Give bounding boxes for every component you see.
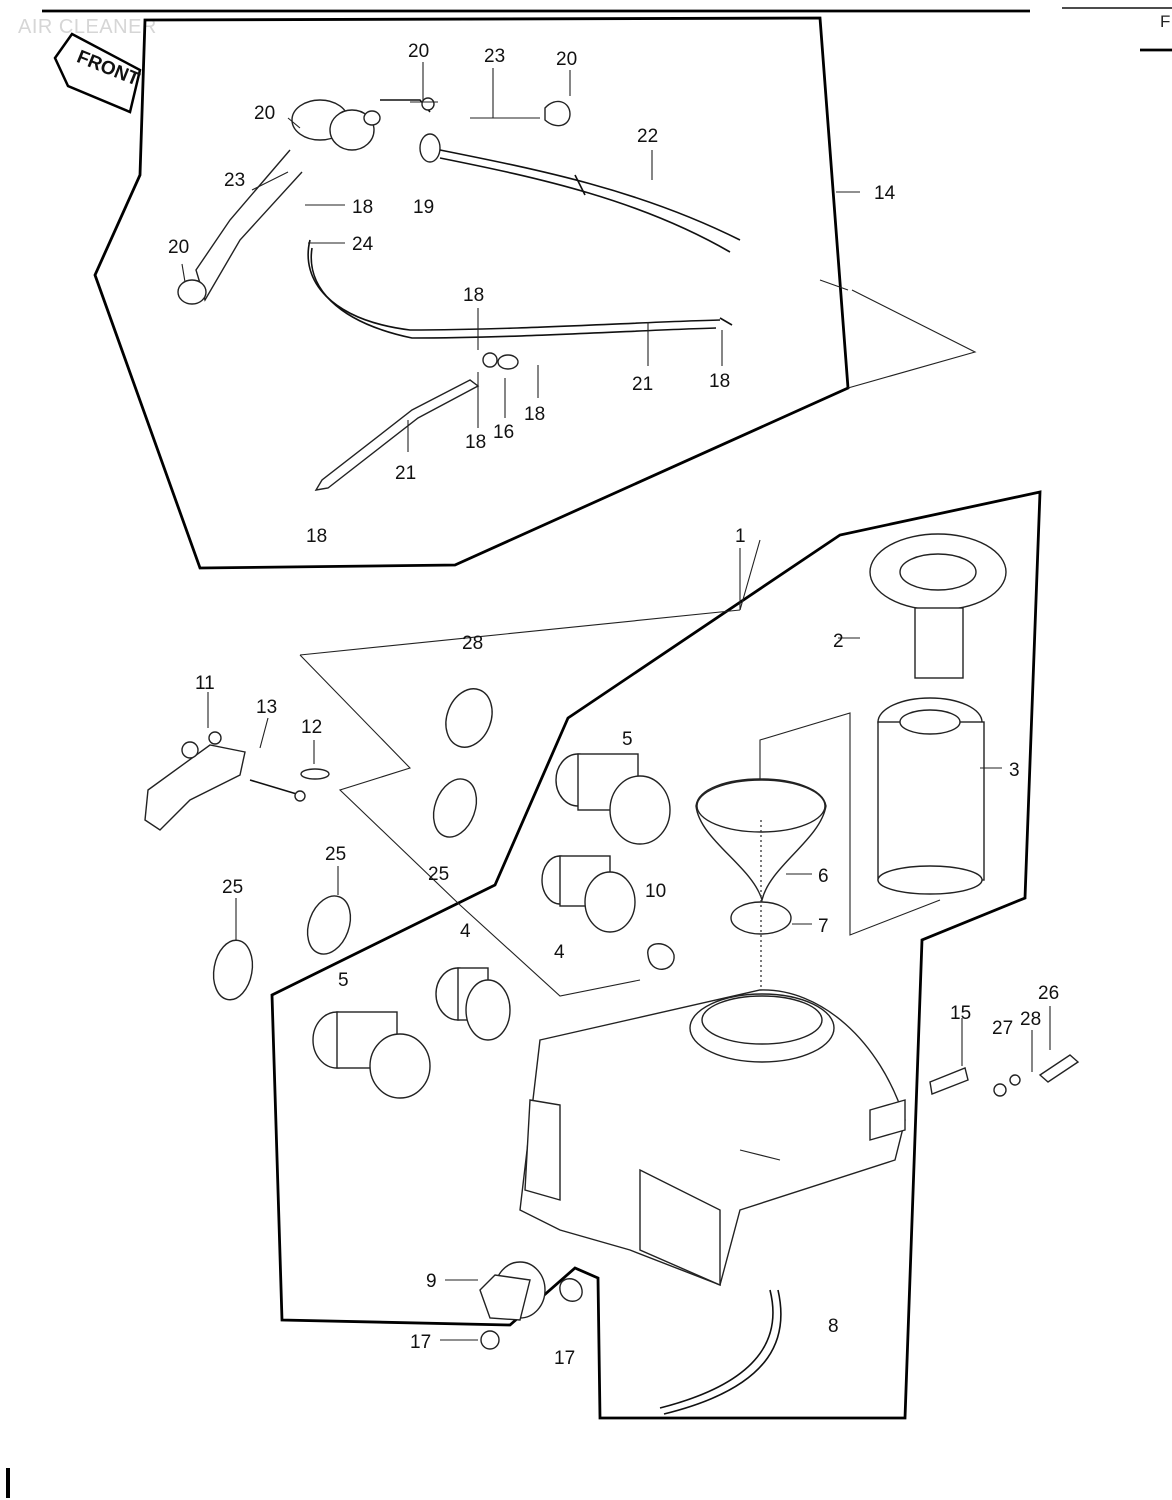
- callout-6: 6: [818, 866, 829, 887]
- callout-20: 20: [254, 103, 275, 124]
- callout-8: 8: [828, 1316, 839, 1337]
- page-corner-mark: F: [1160, 12, 1171, 31]
- callout-12: 12: [301, 717, 322, 738]
- callout-22: 22: [637, 126, 658, 147]
- callout-25: 25: [428, 864, 449, 885]
- callout-24: 24: [352, 234, 374, 255]
- side-bolt-hardware: [929, 1006, 1080, 1097]
- callout-18: 18: [463, 285, 484, 306]
- air-filter-element-set: [695, 533, 1007, 1030]
- intake-duct-set: [312, 753, 675, 1099]
- breather-hose-assembly: [177, 97, 741, 491]
- callout-14: 14: [874, 183, 896, 204]
- callout-17: 17: [554, 1348, 575, 1369]
- callout-17: 17: [410, 1332, 431, 1353]
- callout-13: 13: [256, 697, 277, 718]
- callout-23: 23: [224, 170, 245, 191]
- callout-26: 26: [1038, 983, 1059, 1004]
- drain-plug-assembly: [440, 1261, 583, 1350]
- callout-18: 18: [306, 526, 327, 547]
- callout-20: 20: [408, 41, 429, 62]
- callout-3: 3: [1009, 760, 1020, 781]
- upper-group-outline: [93, 16, 850, 570]
- callout-25: 25: [222, 877, 243, 898]
- mounting-bracket-assembly: [144, 692, 330, 831]
- callout-18: 18: [524, 404, 545, 425]
- callout-21: 21: [632, 374, 653, 395]
- o-ring-seals: [212, 688, 493, 1001]
- callout-20: 20: [168, 237, 189, 258]
- callout-20: 20: [556, 49, 577, 70]
- callout-27: 27: [992, 1018, 1013, 1039]
- callout-5: 5: [338, 970, 349, 991]
- callout-1: 1: [735, 526, 746, 547]
- callout-23: 23: [484, 46, 505, 67]
- air-cleaner-housing: [519, 989, 906, 1415]
- callout-16: 16: [493, 422, 514, 443]
- callout-4: 4: [554, 942, 565, 963]
- callout-5: 5: [622, 729, 633, 750]
- page-header-title: AIR CLEANER: [18, 16, 157, 38]
- callout-28: 28: [1020, 1009, 1041, 1030]
- callout-2: 2: [833, 631, 844, 652]
- callout-28: 28: [462, 633, 483, 654]
- callout-18: 18: [352, 197, 373, 218]
- callout-18: 18: [709, 371, 730, 392]
- callout-10: 10: [645, 881, 666, 902]
- callout-21: 21: [395, 463, 416, 484]
- seal-group-outline: [299, 654, 641, 997]
- callout-4: 4: [460, 921, 471, 942]
- callout-7: 7: [818, 916, 829, 937]
- callout-19: 19: [413, 197, 434, 218]
- callout-25: 25: [325, 844, 346, 865]
- callout-15: 15: [950, 1003, 971, 1024]
- upper-group-pointer: [847, 289, 977, 389]
- upper-leader-lines: [181, 62, 860, 452]
- callout-9: 9: [426, 1271, 437, 1292]
- callout-11: 11: [195, 673, 215, 694]
- callout-18: 18: [465, 432, 486, 453]
